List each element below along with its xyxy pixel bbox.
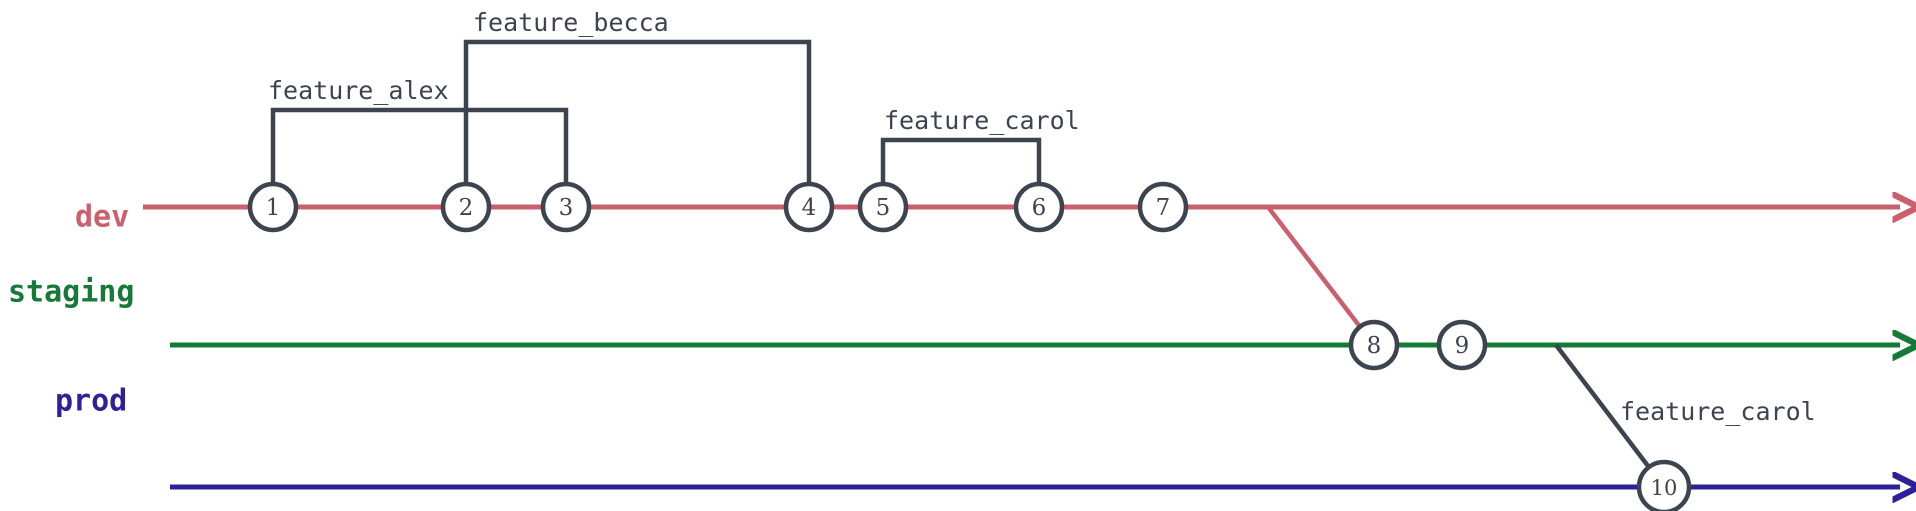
commit-node-6[interactable]: 6	[1013, 181, 1065, 233]
commit-node-2[interactable]: 2	[440, 181, 492, 233]
commit-node-5[interactable]: 5	[857, 181, 909, 233]
commit-node-4[interactable]: 4	[783, 181, 835, 233]
commit-label-4: 4	[802, 195, 817, 221]
commit-label-1: 1	[266, 195, 281, 221]
merge-edge-dev-to-staging-merge[interactable]	[1266, 205, 1376, 347]
commit-nodes: 1 2 3 4 5 6 7 8 9 10	[247, 181, 1692, 511]
merge-edge-label-staging-to-prod-feature_carol: feature_carol	[1620, 397, 1816, 426]
commit-label-2: 2	[459, 195, 474, 221]
commit-circle-4	[783, 181, 835, 233]
commit-label-6: 6	[1032, 195, 1047, 221]
commit-node-3[interactable]: 3	[540, 181, 592, 233]
commit-circle-3	[540, 181, 592, 233]
feature-bracket-feature_alex[interactable]	[270, 107, 569, 207]
merge-edges	[1266, 205, 1666, 489]
branch-label-prod: prod	[55, 384, 127, 419]
commit-node-1[interactable]: 1	[247, 181, 299, 233]
commit-circle-5	[857, 181, 909, 233]
commit-label-9: 9	[1455, 333, 1470, 359]
commit-circle-7	[1137, 181, 1189, 233]
commit-label-7: 7	[1156, 195, 1171, 221]
feature-bracket-label-feature_alex: feature_alex	[268, 76, 449, 105]
feature-bracket-label-feature_carol_dev: feature_carol	[884, 106, 1080, 135]
commit-circle-9	[1436, 319, 1488, 371]
commit-node-7[interactable]: 7	[1137, 181, 1189, 233]
merge-edge-staging-to-prod-feature_carol[interactable]	[1554, 343, 1666, 489]
commit-node-10[interactable]: 10	[1636, 459, 1692, 511]
feature-bracket-feature_becca[interactable]	[463, 39, 812, 207]
commit-circle-1	[247, 181, 299, 233]
branch-lines	[143, 207, 1900, 487]
commit-label-10: 10	[1651, 476, 1678, 500]
merge-edge-labels: feature_carol	[1620, 397, 1816, 426]
commit-node-9[interactable]: 9	[1436, 319, 1488, 371]
feature-bracket-label-feature_becca: feature_becca	[473, 8, 669, 37]
commit-label-3: 3	[559, 195, 574, 221]
branch-label-staging: staging	[8, 275, 134, 310]
feature-bracket-labels: feature_alex feature_becca feature_carol	[268, 8, 1080, 135]
feature-bracket-feature_carol_dev[interactable]	[880, 137, 1042, 207]
commit-circle-10	[1636, 459, 1692, 511]
branch-labels: dev staging prod	[8, 200, 134, 419]
commit-label-8: 8	[1367, 333, 1382, 359]
commit-label-5: 5	[876, 195, 891, 221]
commit-circle-2	[440, 181, 492, 233]
branch-label-dev: dev	[75, 200, 129, 235]
commit-node-8[interactable]: 8	[1348, 319, 1400, 371]
feature-brackets	[270, 39, 1042, 207]
commit-circle-8	[1348, 319, 1400, 371]
commit-circle-6	[1013, 181, 1065, 233]
